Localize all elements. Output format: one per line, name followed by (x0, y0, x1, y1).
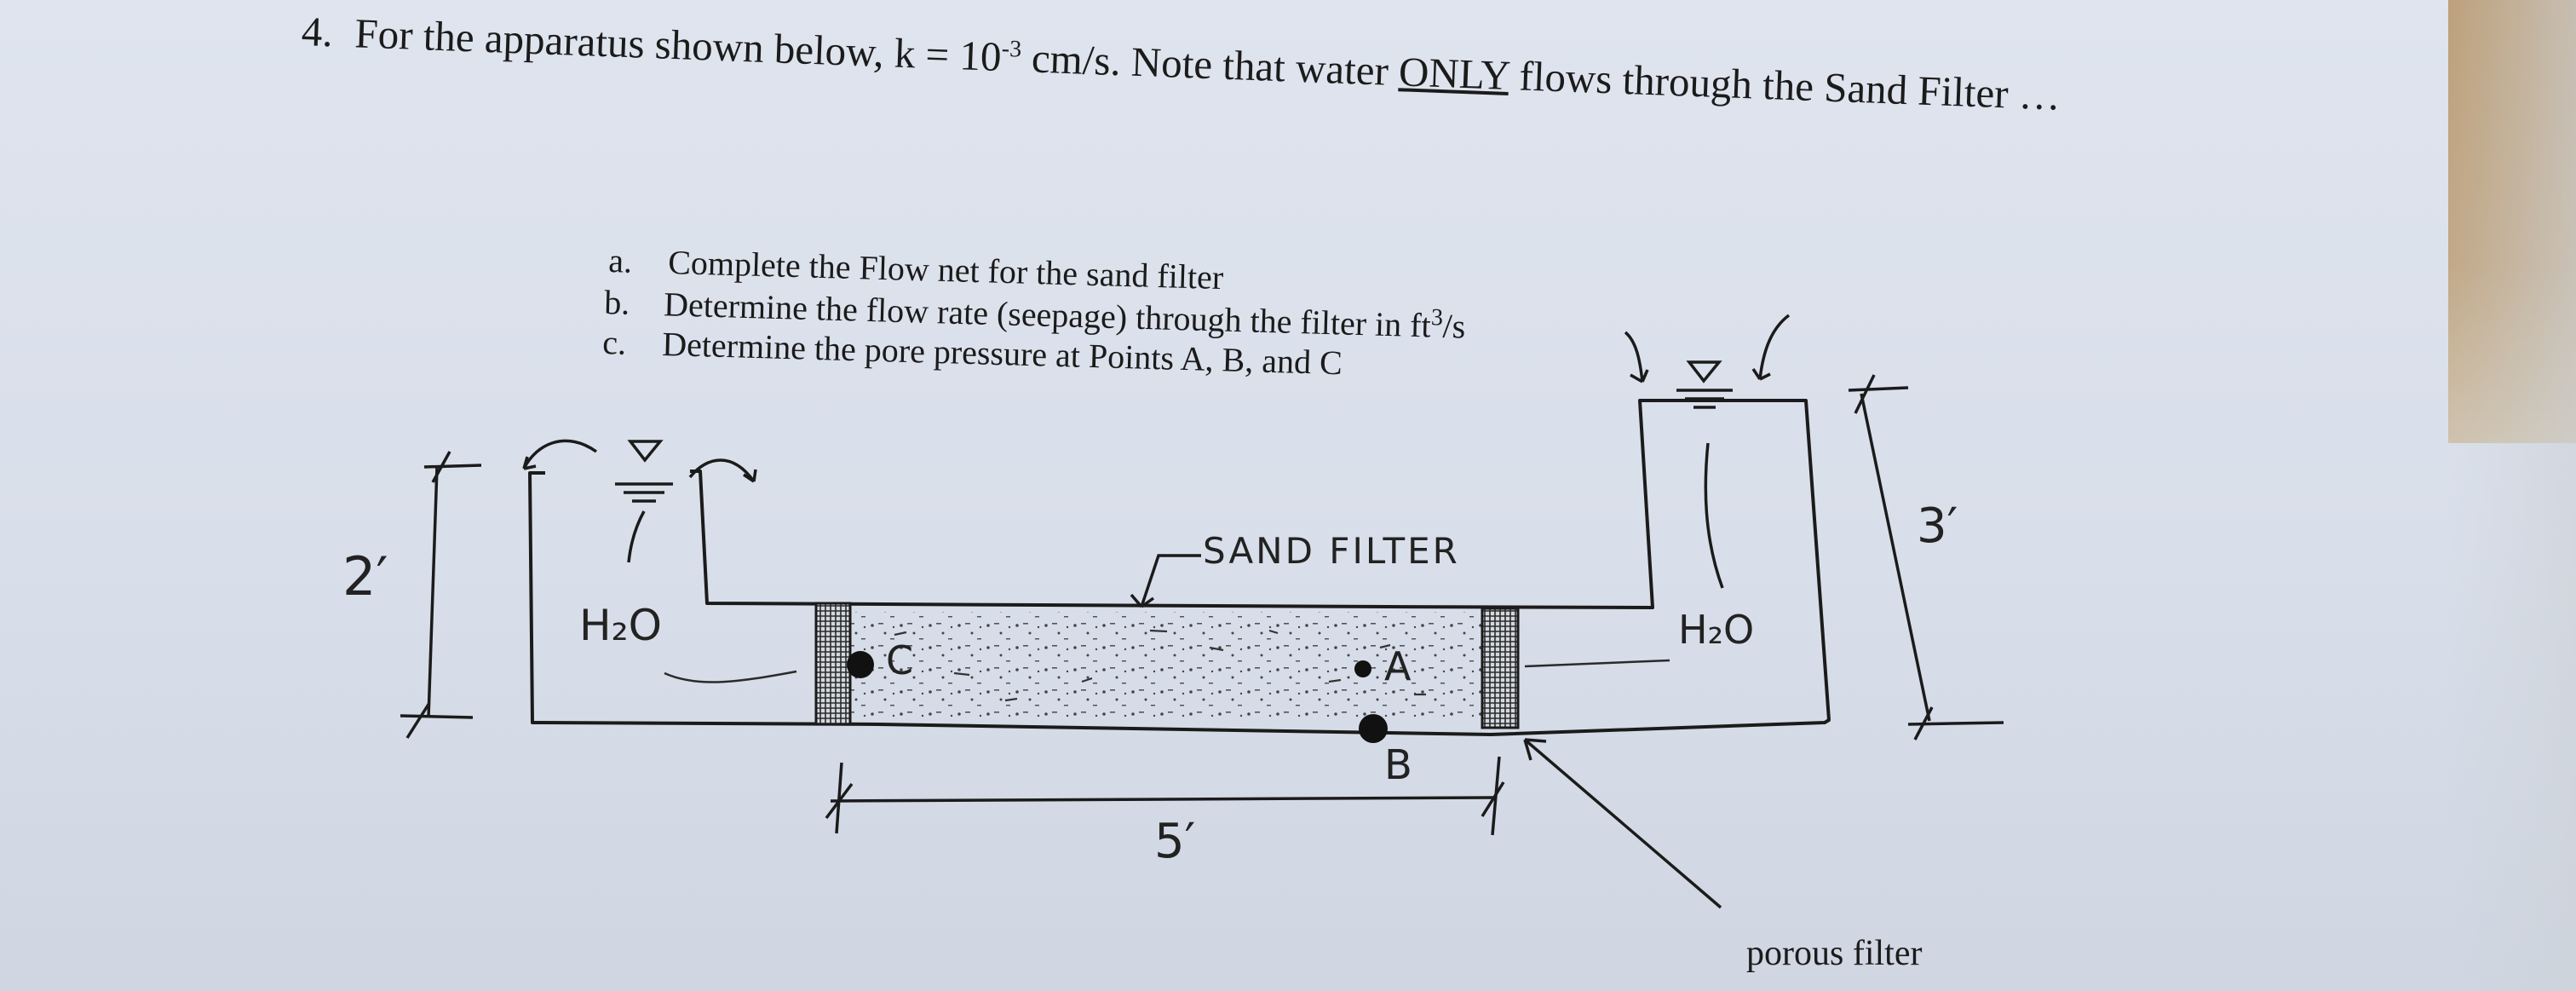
point-b-marker (1359, 714, 1388, 743)
point-c-marker (847, 651, 874, 678)
water-surface-left (522, 439, 757, 563)
point-b-label: B (1384, 741, 1412, 789)
point-a-marker (1354, 660, 1371, 677)
right-porous-filter (1481, 607, 1520, 729)
paper-edge-shadow (2445, 0, 2576, 991)
porous-filter-pointer (1523, 738, 1722, 909)
point-c-label: C (886, 637, 914, 683)
bottom-dimension (825, 756, 1505, 836)
right-water-label: H₂O (1678, 607, 1755, 653)
porous-filter-label: porous filter (1746, 934, 1923, 973)
right-dimension (1848, 374, 2004, 740)
base-length-label: 5′ (1154, 814, 1196, 869)
sand-filter-pointer (1130, 554, 1201, 608)
left-water-label: H₂O (579, 601, 662, 650)
flow-lines (664, 659, 1670, 683)
sand-filter-label: SAND FILTER (1203, 530, 1460, 572)
left-porous-filter (814, 602, 852, 726)
water-surface-right (1624, 314, 1791, 589)
left-height-label: 2′ (342, 545, 388, 608)
right-height-label: 3′ (1917, 498, 1958, 554)
sand-filter-region (839, 612, 1486, 717)
left-dimension (400, 451, 482, 739)
point-a-label: A (1384, 643, 1412, 689)
